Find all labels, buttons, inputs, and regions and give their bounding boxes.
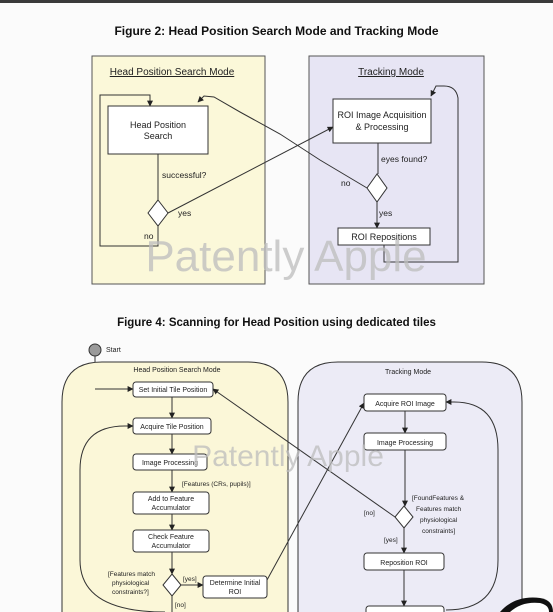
yes-left-label: [yes] <box>183 576 197 583</box>
reposition-roi-label: Reposition ROI <box>380 560 428 567</box>
roi-box-line2: & Processing <box>355 122 408 132</box>
figure-4-title: Figure 4: Scanning for Head Position usi… <box>117 317 436 329</box>
left-loop-back <box>79 423 166 612</box>
no-back-to-initial <box>212 388 396 518</box>
corner-decoration-inner <box>510 602 549 612</box>
fig4-tracking-panel <box>297 361 523 612</box>
yes-to-roi <box>167 126 334 214</box>
figure-2-title: Figure 2: Head Position Search Mode and … <box>114 24 439 38</box>
roi-repositions-label: ROI Repositions <box>351 232 417 242</box>
search-box-line1: Head Position <box>130 120 186 130</box>
no-loop-left <box>99 94 159 247</box>
acquire-tile-label: Acquire Tile Position <box>140 424 204 431</box>
watermark-fig2: Patently Apple <box>145 232 426 281</box>
successful-question: successful? <box>162 170 207 180</box>
features-match-line1: [Features match <box>108 571 155 578</box>
search-mode-label: Head Position Search Mode <box>110 67 235 78</box>
acquire-roi-label: Acquire ROI Image <box>375 401 435 408</box>
no-back-to-search <box>197 95 368 189</box>
roi-acquisition-box <box>332 98 432 144</box>
tracking-mode-label: Tracking Mode <box>358 67 424 78</box>
found-line3: physiological <box>420 517 458 524</box>
check-feature-box <box>132 529 210 553</box>
image-processing-left-label: Image Processing <box>142 460 198 467</box>
roi-box-line1: ROI Image Acquisition <box>337 110 426 120</box>
search-box-line2: Search <box>144 131 173 141</box>
set-initial-tile-label: Set Initial Tile Position <box>139 387 208 394</box>
determine-to-acquire-roi <box>266 402 365 581</box>
found-line1: [FoundFeatures & <box>412 495 465 502</box>
add-feature-box <box>132 491 210 515</box>
determine-line2: ROI <box>229 589 242 596</box>
reposition-loop <box>383 85 459 263</box>
image-processing-right-label: Image Processing <box>377 440 433 447</box>
features-match-line3: constraints?] <box>112 589 149 596</box>
fig4-search-panel <box>61 361 289 612</box>
check-feature-line2: Accumulator <box>152 543 192 550</box>
watermark-fig4: Patently Apple <box>192 440 384 473</box>
tracking-mode-panel <box>308 55 485 285</box>
eyes-found-question: eyes found? <box>381 154 428 164</box>
top-border <box>0 0 553 3</box>
figure-2: Head Position Search Mode Tracking Mode … <box>91 55 485 285</box>
right-loop-back <box>445 399 499 611</box>
add-feature-line1: Add to Feature <box>148 496 194 503</box>
features-match-line2: physiological <box>112 580 150 587</box>
yes-right-label: yes <box>379 208 392 218</box>
features-label: [Features (CRs, pupils)] <box>182 481 251 488</box>
no-right-label: no <box>341 178 351 188</box>
image-processing-left-box <box>132 453 208 471</box>
head-position-search-box <box>107 105 209 155</box>
no-left-label: [no] <box>175 602 186 609</box>
next-box-partial <box>365 605 445 612</box>
check-feature-line1: Check Feature <box>148 534 194 541</box>
yes-right-label: [yes] <box>384 537 398 544</box>
fig4-search-label: Head Position Search Mode <box>133 367 220 374</box>
found-line4: constraints] <box>422 528 455 535</box>
found-line2: Features match <box>416 506 462 513</box>
start-label: Start <box>106 347 121 354</box>
no-right-label: [no] <box>364 510 375 517</box>
no-left-label: no <box>144 231 154 241</box>
figure-4: Start Head Position Search Mode Tracking… <box>61 343 523 612</box>
determine-line1: Determine Initial <box>210 580 261 587</box>
start-node <box>88 343 102 357</box>
yes-left-label: yes <box>178 208 191 218</box>
fig4-tracking-label: Tracking Mode <box>385 369 431 376</box>
determine-roi-box <box>202 575 268 599</box>
add-feature-line2: Accumulator <box>152 505 192 512</box>
